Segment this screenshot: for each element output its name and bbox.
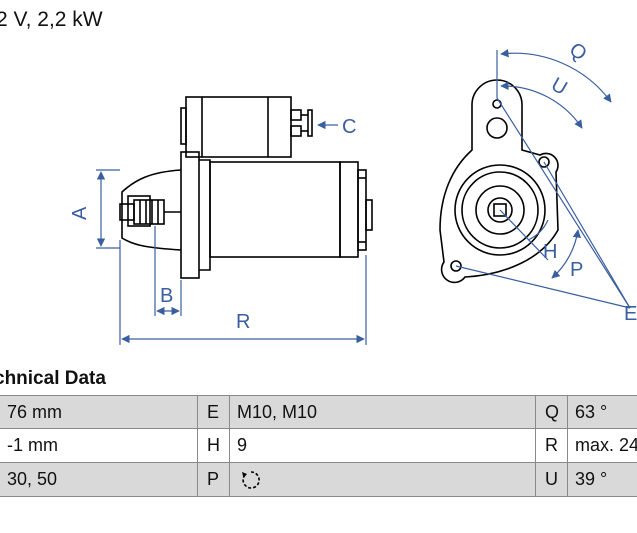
spec-value: -1 mm bbox=[7, 435, 58, 455]
product-headline: 2 V, 2,2 kW bbox=[0, 8, 103, 31]
dim-label-q: Q bbox=[565, 38, 591, 65]
technical-drawing: A B C R Q U H P E bbox=[69, 38, 637, 345]
spec-key: Q bbox=[545, 402, 560, 422]
motor-body bbox=[209, 161, 341, 258]
table-row: -1 mm H 9 R max. 24 bbox=[0, 429, 637, 463]
spec-key: R bbox=[545, 435, 558, 455]
spec-value: 9 bbox=[237, 435, 248, 455]
starter-side-view bbox=[119, 96, 373, 279]
dim-label-p: P bbox=[570, 259, 583, 281]
table-row: 30, 50 P U 39 ° bbox=[0, 463, 637, 497]
pinion-gear bbox=[133, 199, 165, 225]
table-row: 76 mm E M10, M10 Q 63 ° bbox=[0, 395, 637, 429]
spec-value: max. 24 bbox=[575, 435, 637, 455]
spec-key: E bbox=[207, 402, 220, 422]
spec-value: 76 mm bbox=[7, 402, 63, 422]
dim-label-c: C bbox=[342, 116, 356, 138]
mounting-flange bbox=[180, 151, 200, 279]
spec-value: 39 ° bbox=[575, 469, 608, 489]
dim-label-r: R bbox=[236, 311, 250, 333]
dim-label-h: H bbox=[543, 241, 557, 263]
spec-key: H bbox=[207, 435, 220, 455]
end-housing bbox=[454, 164, 546, 256]
spec-key: P bbox=[207, 469, 220, 489]
dim-label-u: U bbox=[547, 73, 571, 99]
dim-label-b: B bbox=[160, 285, 173, 307]
dim-label-e: E bbox=[624, 303, 637, 325]
counterclockwise-rotation-icon bbox=[242, 471, 260, 489]
spec-value: 63 ° bbox=[575, 402, 608, 422]
spec-value: M10, M10 bbox=[237, 402, 318, 422]
technical-data-table: 76 mm E M10, M10 Q 63 ° -1 mm H 9 R max.… bbox=[0, 395, 637, 497]
end-view-dimensions bbox=[455, 48, 631, 309]
technical-data-heading: chnical Data bbox=[0, 368, 106, 389]
spec-key: U bbox=[545, 469, 558, 489]
dim-label-a: A bbox=[69, 206, 91, 220]
spec-value: 30, 50 bbox=[7, 469, 58, 489]
side-view-dimensions bbox=[96, 120, 367, 345]
